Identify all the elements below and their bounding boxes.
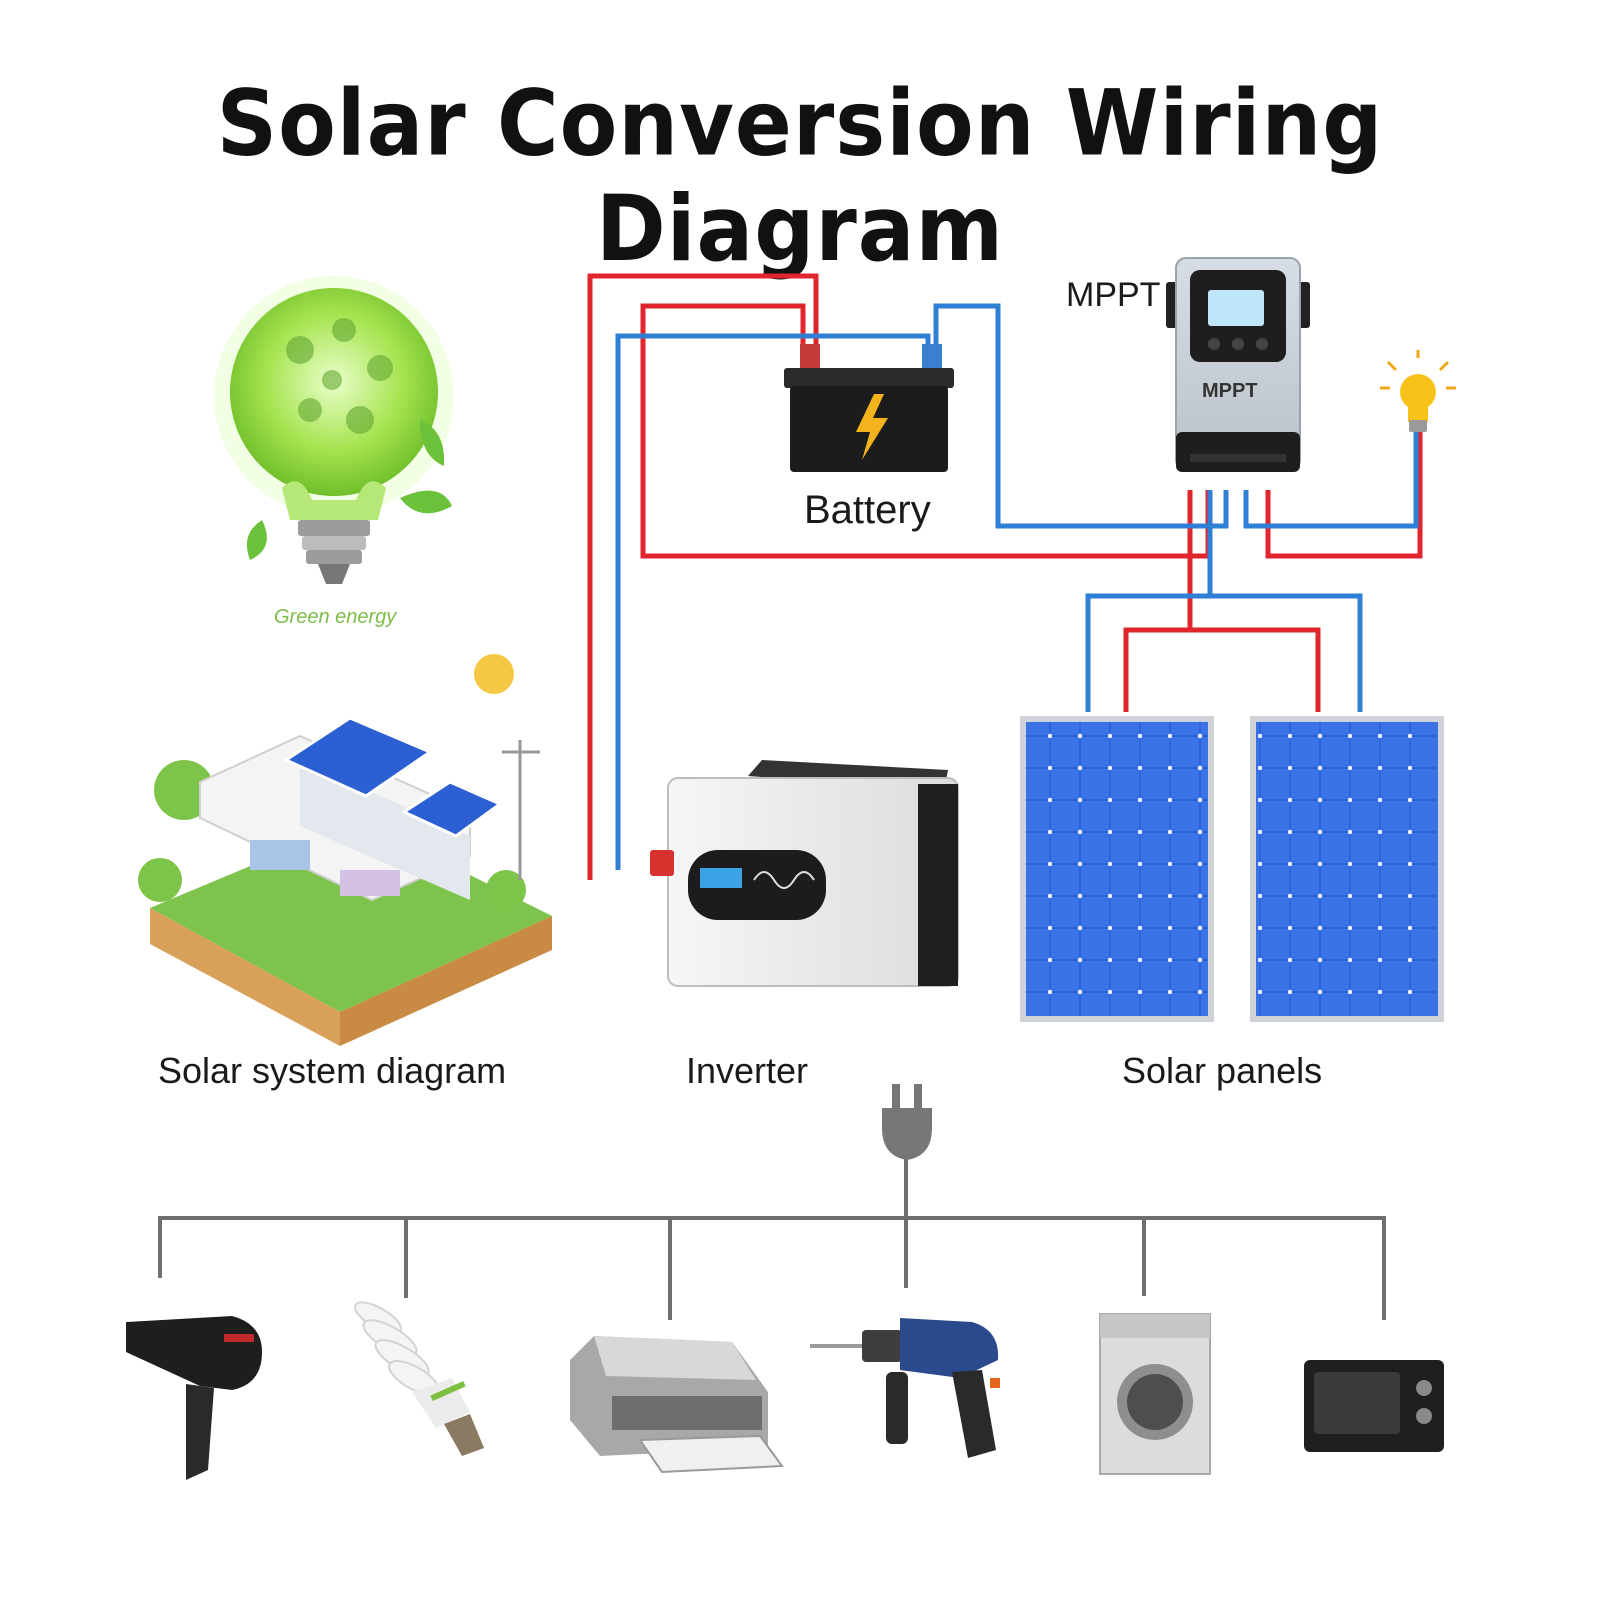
leaf-icon — [246, 520, 267, 560]
microwave-oven-icon — [1304, 1360, 1444, 1452]
inverter-display-panel — [688, 850, 826, 920]
ac-distribution — [158, 1158, 1386, 1320]
light-bulb-icon — [1380, 350, 1456, 432]
leaf-icon — [420, 420, 445, 466]
sine-wave-icon — [753, 871, 815, 889]
mppt-controller — [1166, 257, 1310, 472]
sun-icon — [474, 654, 514, 694]
printer-icon — [570, 1336, 784, 1474]
panels-negative-wire — [1085, 490, 1213, 712]
battery — [784, 344, 954, 472]
roof-solar-panel — [400, 780, 503, 838]
lightning-icon — [856, 394, 888, 460]
battery-negative-to-mppt-wire — [933, 303, 1229, 529]
leaf-icon — [400, 490, 452, 514]
hair-dryer-icon — [126, 1316, 262, 1480]
power-drill-icon — [810, 1318, 1000, 1458]
washing-machine-icon — [1099, 1313, 1211, 1475]
mppt-label: MPPT — [1066, 276, 1161, 314]
green-energy-bulb-icon — [214, 276, 454, 584]
mppt-screen — [1208, 290, 1264, 326]
load-negative-wire — [1243, 430, 1419, 529]
inverter — [650, 760, 959, 987]
solar-house-icon — [138, 654, 552, 1046]
load-positive-wire — [1265, 430, 1423, 559]
panels-negative-wire-right — [1210, 593, 1363, 712]
green-energy-label: Green energy — [274, 606, 397, 628]
solar-system-label: Solar system diagram — [158, 1050, 507, 1091]
inverter-positive-wire — [587, 273, 819, 880]
roof-solar-panel — [282, 716, 434, 798]
inverter-label: Inverter — [686, 1050, 809, 1091]
mppt-device-text: MPPT — [1202, 380, 1258, 402]
panels-positive-wire — [1123, 490, 1193, 712]
solar-panels — [1020, 716, 1444, 1022]
battery-label: Battery — [804, 488, 931, 532]
diagram-title: Solar Conversion Wiring Diagram — [216, 70, 1384, 282]
solar-panels-label: Solar panels — [1122, 1050, 1323, 1091]
panels-positive-wire-right — [1190, 627, 1321, 712]
plug-icon — [882, 1084, 932, 1160]
cfl-bulb-icon — [353, 1301, 484, 1456]
